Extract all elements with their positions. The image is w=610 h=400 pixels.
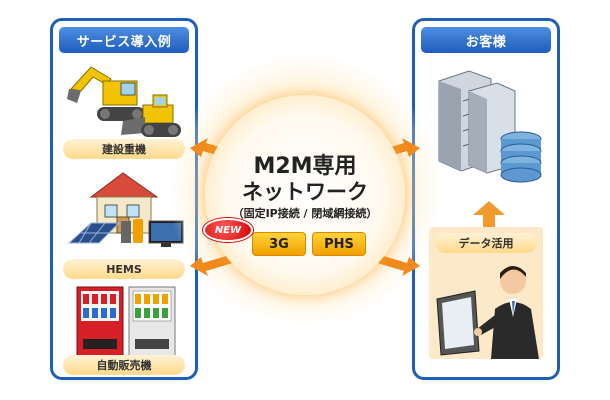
data-utilization-label: データ活用: [435, 233, 537, 253]
service-examples-title: サービス導入例: [59, 27, 189, 53]
item-label-vending: 自動販売機: [63, 355, 185, 375]
item-label-hems: HEMS: [63, 259, 185, 279]
network-title-line1: M2M専用: [253, 154, 357, 179]
option-3g: 3G: [252, 232, 306, 256]
customer-panel: お客様 データ活用: [412, 18, 560, 380]
construction-machinery-icon: [67, 66, 181, 137]
server-database-icon: [438, 70, 542, 183]
customer-title: お客様: [421, 27, 551, 53]
house-solar-icon: [67, 172, 184, 247]
item-label-construction: 建設重機: [63, 139, 185, 159]
businessman-tablet-icon: [436, 266, 539, 359]
arrow-up-icon: [473, 201, 505, 229]
network-disc: [205, 95, 405, 295]
network-title-line2: ネットワーク: [242, 180, 368, 204]
network-subtitle: （固定IP接続 / 閉域網接続）: [232, 207, 378, 220]
vending-machine-icon: [76, 286, 176, 358]
new-badge: NEW: [203, 218, 253, 242]
option-phs: PHS: [312, 232, 366, 256]
